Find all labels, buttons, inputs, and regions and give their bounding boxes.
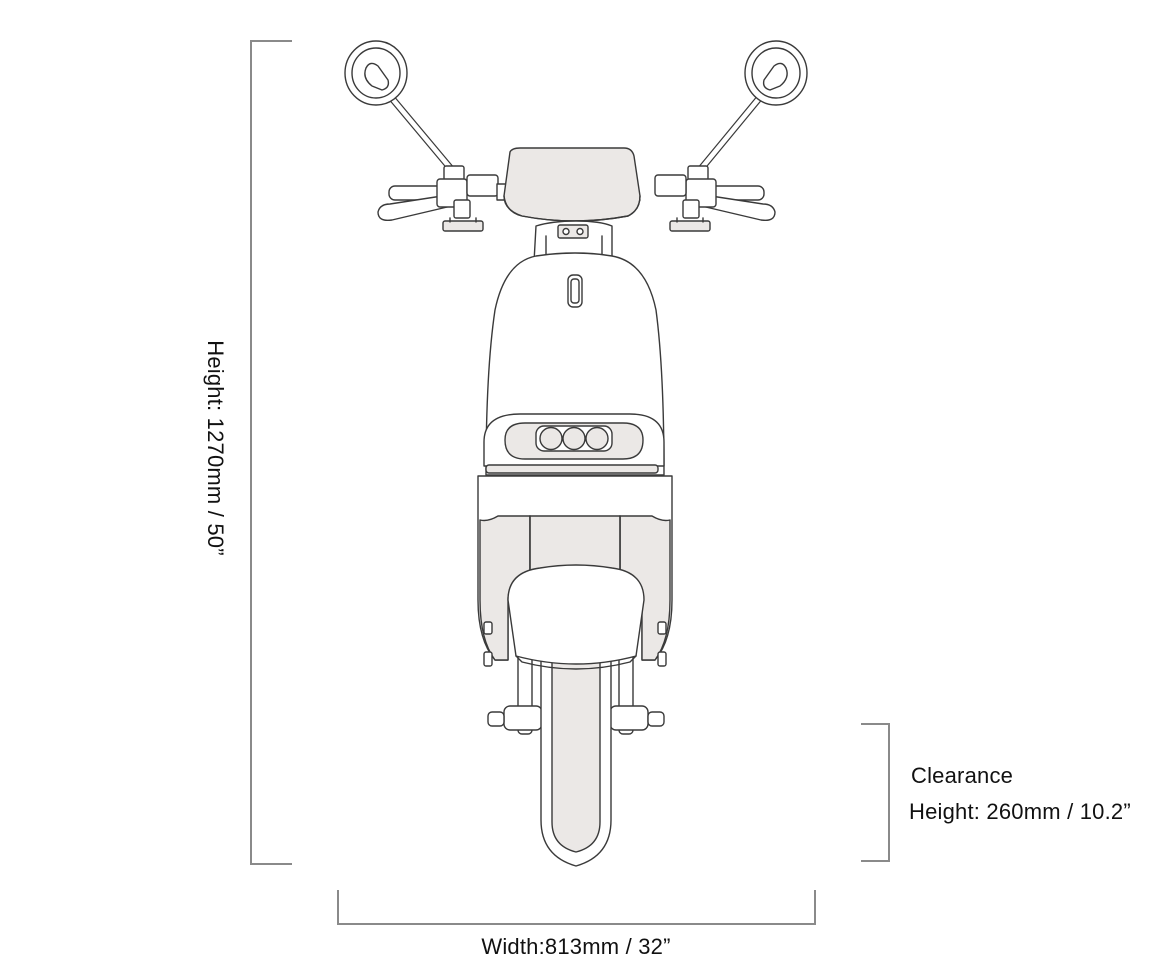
steering-column: [533, 220, 613, 263]
left-handlebar: [377, 174, 499, 232]
height-dimension-label: Height: 1270mm / 50”: [203, 340, 228, 556]
width-dimension-label: Width:813mm / 32”: [481, 934, 671, 959]
front-fork: [487, 649, 665, 735]
clearance-dimension-label-line2: Height: 260mm / 10.2”: [909, 799, 1131, 824]
width-dimension-bracket: [337, 890, 816, 925]
clearance-dimension-bracket: [861, 723, 890, 862]
side-bolts: [483, 621, 667, 667]
clearance-dimension-label-line1: Clearance: [911, 763, 1014, 788]
right-handlebar: [654, 174, 776, 232]
height-dimension-bracket: [250, 40, 292, 865]
headlight-cluster: [535, 425, 613, 452]
right-mirror: [687, 40, 808, 184]
left-mirror: [344, 40, 465, 184]
dashboard-head: [496, 147, 641, 222]
front-wheel: [540, 639, 612, 867]
front-mudguard: [507, 564, 645, 670]
